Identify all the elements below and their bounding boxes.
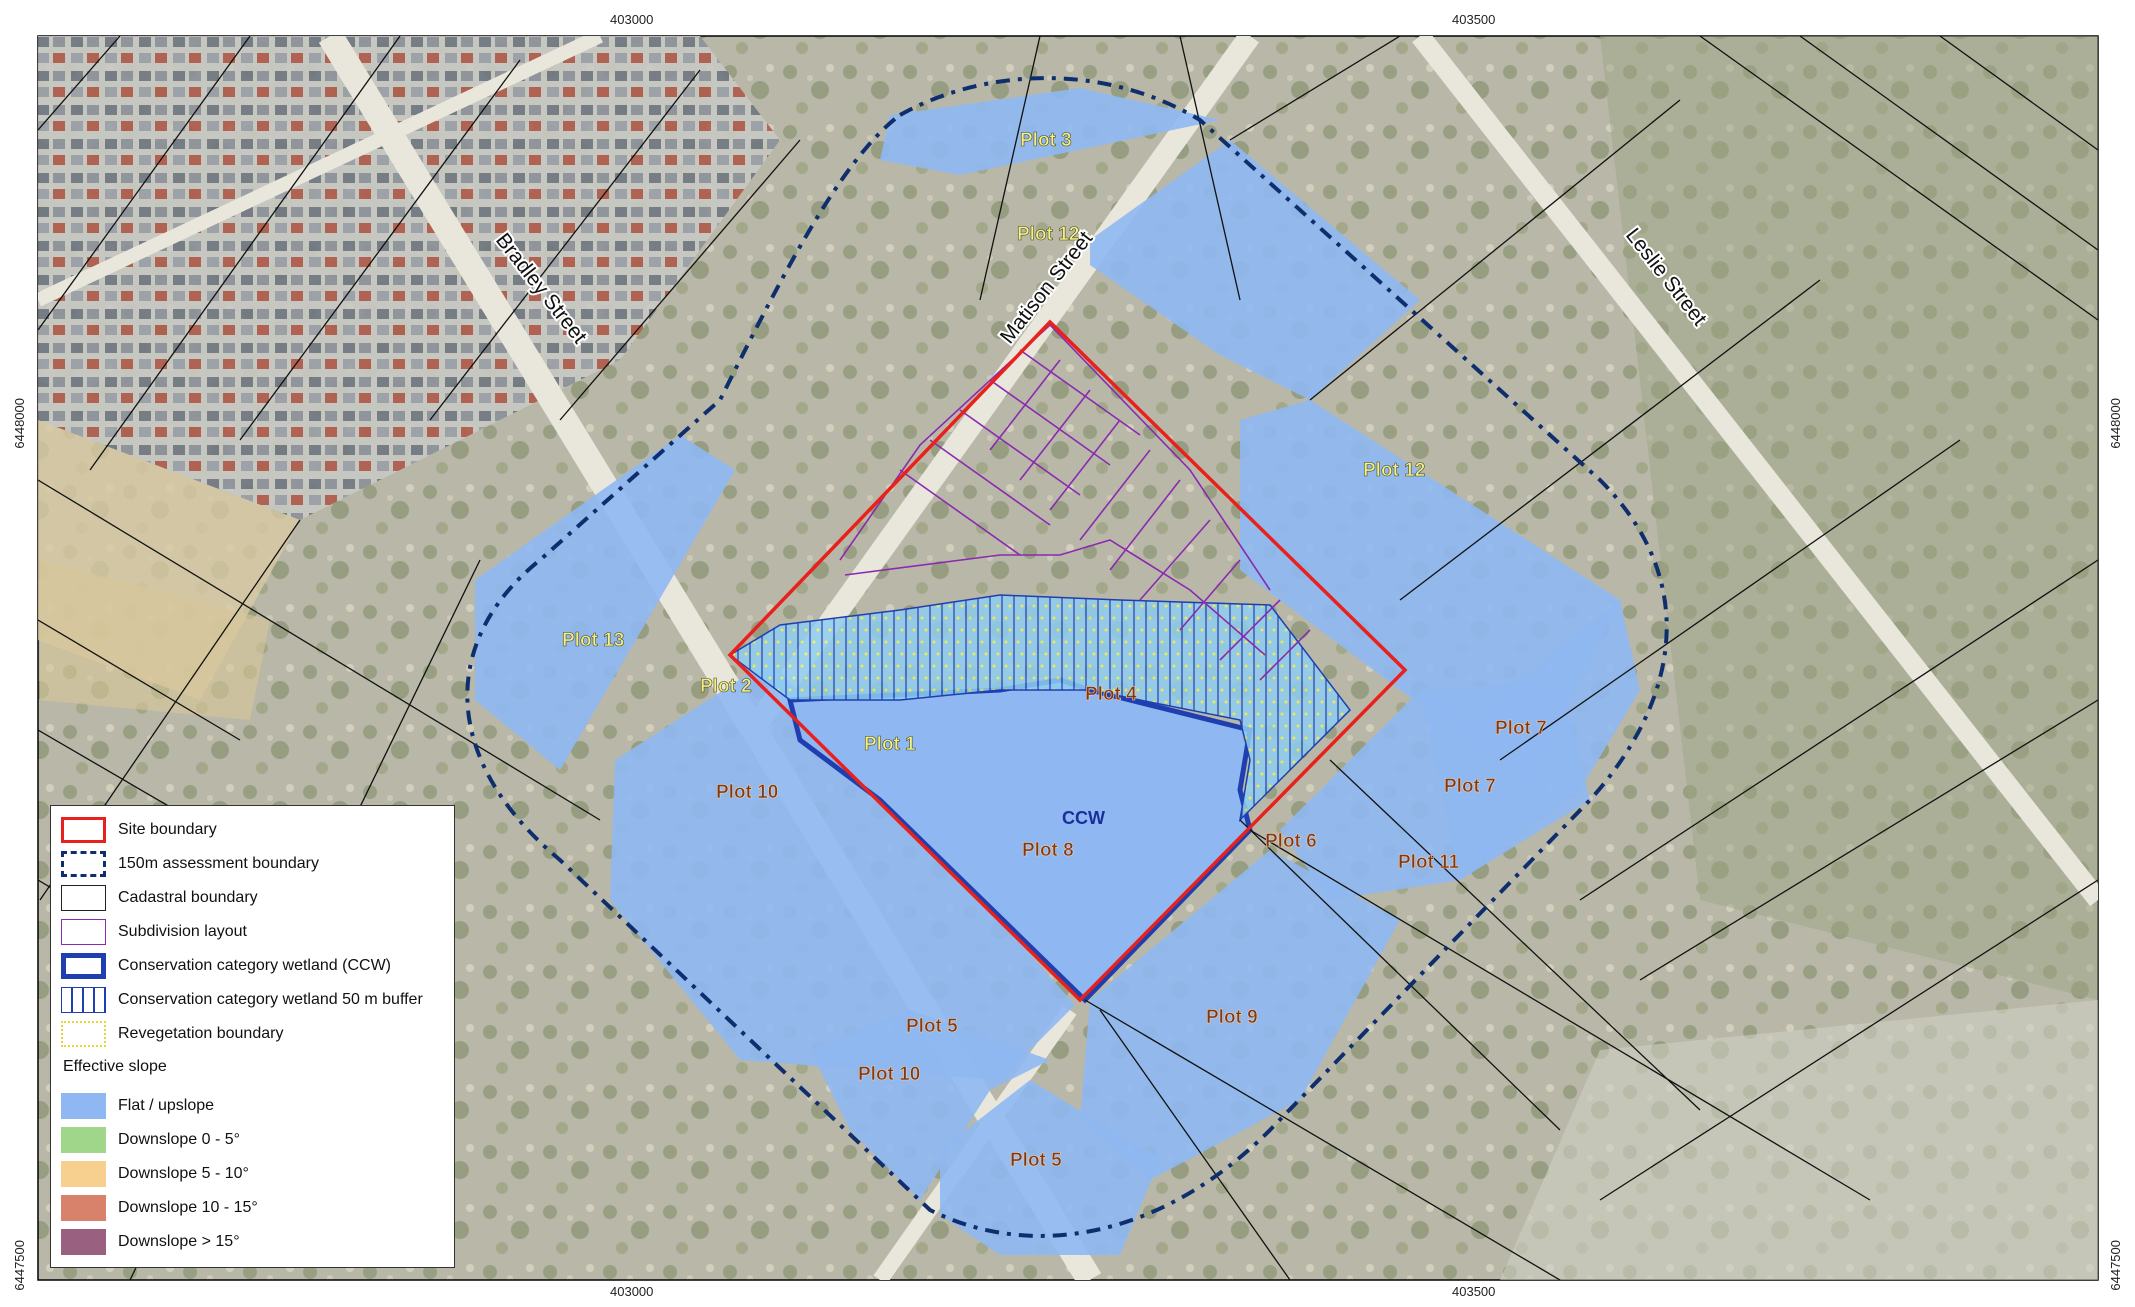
plot-label-plot5a: Plot 5 — [906, 1016, 958, 1037]
plot-label-plot12b: Plot 12 — [1363, 460, 1425, 481]
slope-label: Downslope 5 - 10° — [118, 1165, 249, 1182]
legend-item-ccw: Conservation category wetland (CCW) — [61, 952, 391, 980]
revegetation-swatch — [61, 1021, 106, 1047]
legend-label: 150m assessment boundary — [118, 855, 319, 872]
legend-item-cadastral: Cadastral boundary — [61, 884, 258, 912]
map-legend: Site boundary 150m assessment boundary C… — [50, 805, 455, 1268]
slope-swatch — [61, 1127, 106, 1153]
ccw-buffer-swatch — [61, 987, 106, 1013]
plot-label-plot4: Plot 4 — [1085, 684, 1137, 705]
legend-item-assessment-boundary: 150m assessment boundary — [61, 850, 319, 878]
legend-item-ccw-buffer: Conservation category wetland 50 m buffe… — [61, 986, 423, 1014]
subdivision-swatch — [61, 919, 106, 945]
plot-label-plot5b: Plot 5 — [1010, 1150, 1062, 1171]
leslie-street-road — [1412, 36, 2098, 907]
plot-label-plot1: Plot 1 — [864, 734, 916, 755]
coord-right-6447500: 6447500 — [2108, 1240, 2123, 1291]
legend-heading: Effective slope — [63, 1058, 167, 1075]
slope-label: Downslope 0 - 5° — [118, 1131, 241, 1148]
coord-left-6447500: 6447500 — [12, 1240, 27, 1291]
slope-swatch — [61, 1161, 106, 1187]
ccw-label: CCW — [1062, 808, 1105, 828]
plot-label-plot10b: Plot 10 — [858, 1064, 920, 1085]
coord-bottom-403000: 403000 — [610, 1284, 654, 1299]
legend-label: Subdivision layout — [118, 923, 247, 940]
legend-label: Conservation category wetland (CCW) — [118, 957, 391, 974]
plot-label-plot9: Plot 9 — [1206, 1007, 1258, 1028]
legend-label: Revegetation boundary — [118, 1025, 284, 1042]
slope-swatch — [61, 1229, 106, 1255]
plot-labels: Plot 3 Plot 12 Plot 12 Plot 13 Plot 2 Plot 4 P… — [562, 130, 1547, 1172]
slope-swatch — [61, 1093, 106, 1119]
legend-item-slope: Downslope 5 - 10° — [61, 1160, 249, 1188]
legend-item-revegetation: Revegetation boundary — [61, 1020, 283, 1048]
plot-label-plot8: Plot 8 — [1022, 840, 1074, 861]
assessment-boundary-swatch — [61, 851, 106, 877]
legend-label: Cadastral boundary — [118, 889, 258, 906]
coord-bottom-403500: 403500 — [1452, 1284, 1496, 1299]
flat-upslope-areas — [475, 88, 1640, 1255]
site-boundary-swatch — [61, 817, 106, 843]
legend-item-slope: Flat / upslope — [61, 1092, 214, 1120]
matison-street-road — [751, 36, 1259, 727]
slope-swatch — [61, 1195, 106, 1221]
legend-label: Site boundary — [118, 821, 217, 838]
plot-label-plot10a: Plot 10 — [716, 782, 778, 803]
legend-item-slope: Downslope > 15° — [61, 1228, 240, 1256]
site-boundary — [727, 319, 1408, 1003]
legend-item-subdivision: Subdivision layout — [61, 918, 247, 946]
assessment-boundary — [465, 76, 1669, 1238]
slope-label: Downslope > 15° — [118, 1233, 240, 1250]
cadastral-swatch — [61, 885, 106, 911]
coord-left-6448000: 6448000 — [12, 398, 27, 449]
plot-label-plot2: Plot 2 — [700, 676, 752, 697]
plot-label-plot3: Plot 3 — [1020, 130, 1072, 151]
coord-right-6448000: 6448000 — [2108, 398, 2123, 449]
legend-label: Conservation category wetland 50 m buffe… — [118, 991, 423, 1008]
plot-label-plot6: Plot 6 — [1265, 831, 1317, 852]
plot-label-plot12a: Plot 12 — [1017, 224, 1079, 245]
coord-top-403000: 403000 — [610, 12, 654, 27]
legend-item-site-boundary: Site boundary — [61, 816, 217, 844]
legend-item-slope: Downslope 0 - 5° — [61, 1126, 240, 1154]
legend-item-slope: Downslope 10 - 15° — [61, 1194, 258, 1222]
plot-label-plot11: Plot 11 — [1398, 852, 1460, 873]
slope-label: Flat / upslope — [118, 1097, 215, 1114]
ccw-swatch — [61, 953, 106, 979]
plot-label-plot13: Plot 13 — [562, 630, 624, 651]
plot-label-plot7a: Plot 7 — [1495, 718, 1547, 739]
plot-label-plot7b: Plot 7 — [1444, 776, 1496, 797]
coord-top-403500: 403500 — [1452, 12, 1496, 27]
urban-area — [38, 36, 780, 520]
slope-label: Downslope 10 - 15° — [118, 1199, 258, 1216]
